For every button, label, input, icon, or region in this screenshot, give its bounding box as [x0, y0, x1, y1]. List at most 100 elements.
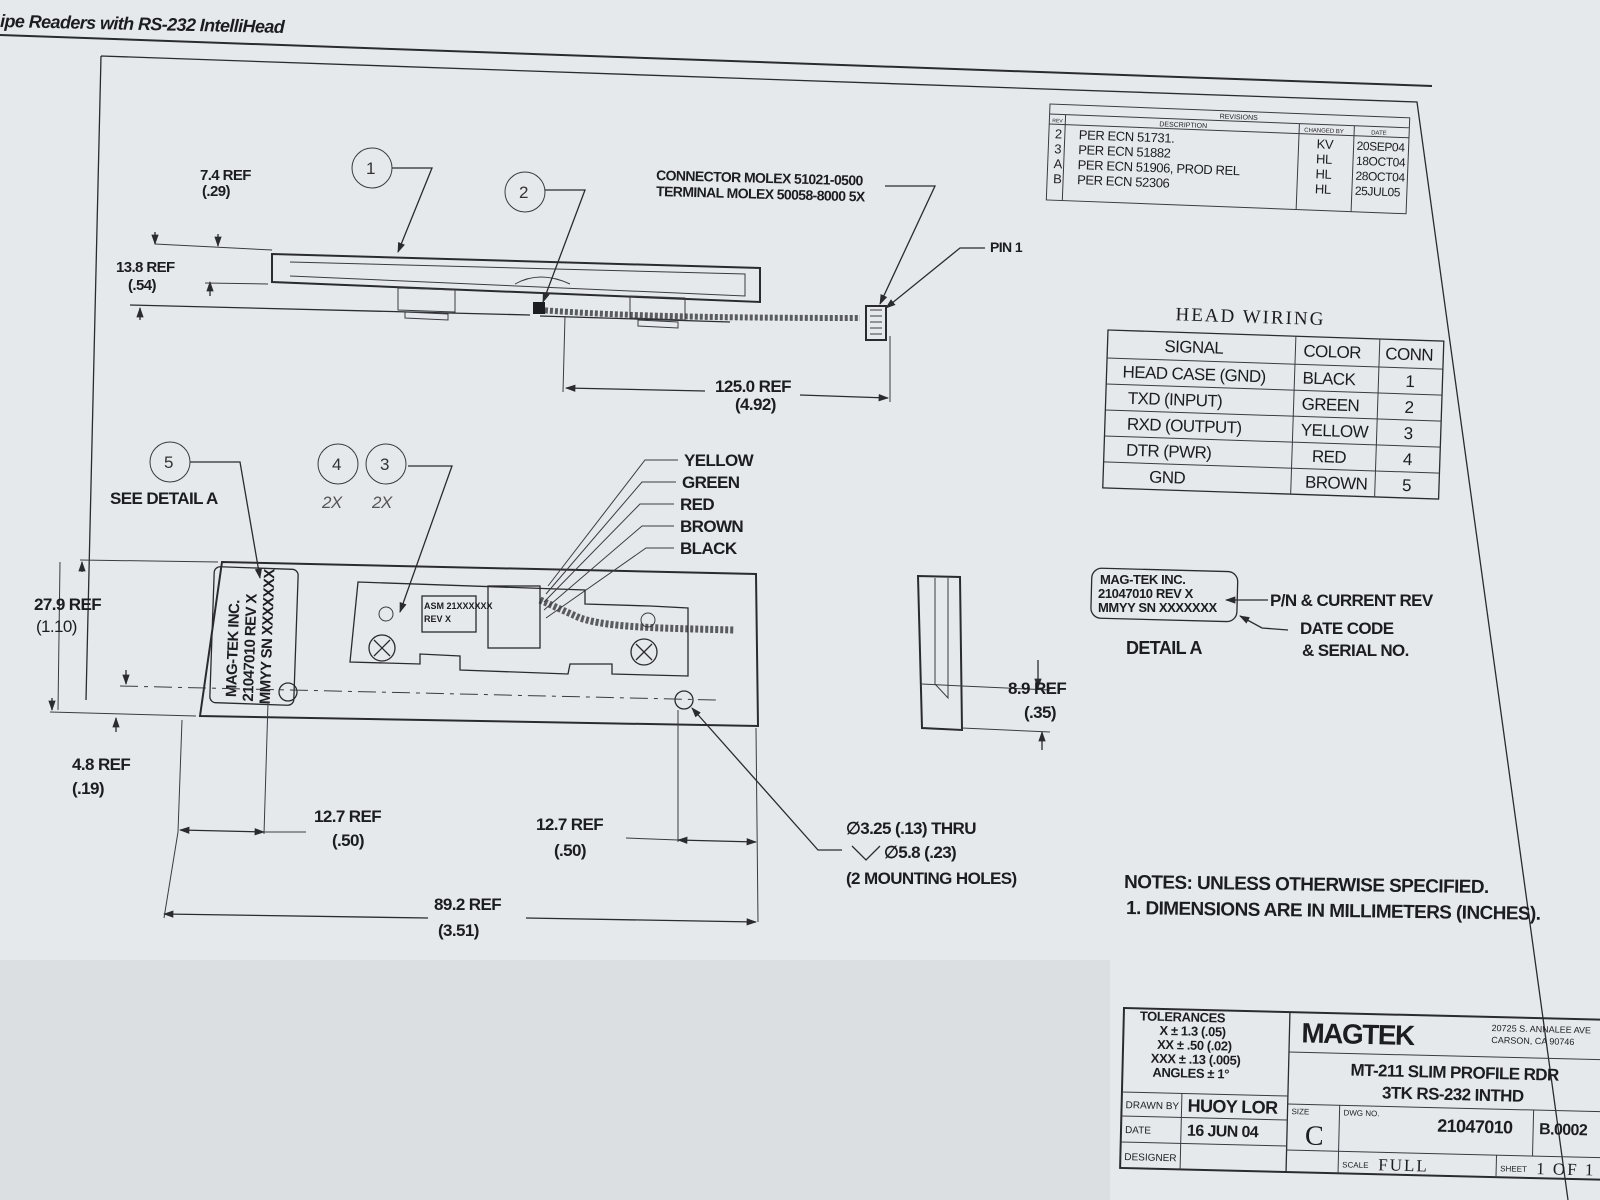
wiring-row-3-conn: 3: [1403, 424, 1413, 443]
company-address-2: CARSON, CA 90746: [1491, 1035, 1574, 1047]
size-label: SIZE: [1291, 1107, 1309, 1116]
drawing-border: [85, 55, 1569, 1200]
dim-12-7-right-in: (.50): [554, 841, 586, 860]
wiring-row-2-color: GREEN: [1301, 394, 1359, 415]
svg-text:1: 1: [366, 159, 375, 178]
product-label-line1: MAG-TEK INC.: [223, 599, 243, 697]
dim-89-2-ref: 89.2 REF: [434, 895, 501, 914]
callout-bubble-3: 3: [365, 443, 407, 485]
chip-label-line1: ASM 21XXXXXX: [424, 601, 493, 611]
wiring-row-1-color: BLACK: [1302, 368, 1357, 389]
revisions-caption: REVISIONS: [1219, 114, 1258, 122]
rev-row-4-rev: B: [1053, 171, 1062, 186]
mount-foot-left: [397, 287, 456, 321]
head-wiring-col-signal: SIGNAL: [1164, 337, 1223, 358]
tolerances-label: TOLERANCES: [1140, 1008, 1226, 1025]
revisions-col-date: DATE: [1371, 130, 1387, 137]
dim-125-ref: 125.0 REF: [715, 377, 791, 396]
qty-label-4: 2X: [321, 493, 343, 512]
revisions-col-by: CHANGED BY: [1304, 128, 1344, 136]
date-label: DATE: [1125, 1125, 1152, 1137]
tolerance-angles: ANGLES ± 1°: [1152, 1065, 1229, 1082]
mounting-hole-left: [278, 682, 298, 702]
product-label: [209, 566, 299, 706]
wire-color-black: BLACK: [680, 539, 738, 558]
bottom-shadow: [0, 960, 1110, 1200]
wiring-row-5-signal: GND: [1149, 467, 1186, 487]
wiring-row-4-color: RED: [1312, 447, 1347, 467]
rev-row-3-by: HL: [1315, 166, 1332, 182]
callout-bubble-5: 5: [149, 441, 191, 483]
callout-bubble-1: 1: [351, 147, 393, 189]
hole-spec-line1: ∅3.25 (.13) THRU: [846, 819, 976, 838]
company-address-1: 20725 S. ANNALEE AVE: [1491, 1023, 1591, 1035]
rev-row-1-date: 20SEP04: [1356, 139, 1405, 155]
dim-7-4-in: (.29): [202, 183, 230, 200]
wiring-row-3-color: YELLOW: [1300, 420, 1368, 441]
scale-value: FULL: [1378, 1155, 1429, 1175]
detail-a-label-line2: 21047010 REV X: [1098, 586, 1194, 601]
wiring-row-5-color: BROWN: [1305, 473, 1368, 494]
detail-a-date-note-1: DATE CODE: [1300, 619, 1394, 638]
pin-1-label: PIN 1: [990, 239, 1023, 255]
svg-text:2: 2: [519, 183, 528, 202]
product-label-line2: 21047010 REV X: [240, 593, 261, 702]
dim-125-in: (4.92): [735, 395, 776, 414]
size-value: C: [1305, 1120, 1326, 1151]
rev-row-4-by: HL: [1315, 181, 1332, 197]
product-label-line3: MMYY SN XXXXXXX: [257, 568, 279, 704]
dim-27-9-in: (1.10): [36, 617, 77, 636]
tolerance-xxx: XXX ± .13 (.005): [1151, 1051, 1241, 1068]
rev-row-2-rev: 3: [1054, 141, 1062, 156]
sheet-value: 1 OF 1: [1536, 1159, 1596, 1179]
svg-text:5: 5: [164, 453, 173, 472]
dim-12-7-left-in: (.50): [332, 831, 364, 850]
molex-connector-side: [865, 305, 887, 341]
title-block: TOLERANCES X ± 1.3 (.05) XX ± .50 (.02) …: [1119, 1006, 1600, 1181]
mount-screw-right: [630, 638, 658, 666]
hole-spec-line3: (2 MOUNTING HOLES): [846, 869, 1017, 888]
plan-view: MAG-TEK INC. 21047010 REV X MMYY SN XXXX…: [48, 459, 842, 926]
wiring-row-2-signal: TXD (INPUT): [1127, 389, 1222, 411]
wiring-row-2-conn: 2: [1404, 398, 1414, 417]
reader-body-side: [271, 252, 761, 304]
dim-27-9-ref: 27.9 REF: [34, 595, 101, 614]
rev-row-3-rev: A: [1053, 156, 1063, 171]
rev-row-1-rev: 2: [1055, 126, 1063, 141]
rev-row-2-by: HL: [1316, 151, 1333, 167]
wiring-row-4-signal: DTR (PWR): [1126, 441, 1212, 463]
designer-label: DESIGNER: [1124, 1152, 1176, 1164]
end-view: [916, 574, 1051, 750]
wire-color-yellow: YELLOW: [684, 451, 755, 470]
svg-text:4: 4: [332, 455, 341, 474]
dim-13-8-ref: 13.8 REF: [116, 259, 175, 276]
head-chip: [487, 585, 541, 649]
dim-8-9-ref: 8.9 REF: [1008, 679, 1066, 698]
dim-4-8-ref: 4.8 REF: [72, 755, 130, 774]
rev-row-4-desc: PER ECN 52306: [1077, 172, 1170, 191]
wiring-row-3-signal: RXD (OUTPUT): [1127, 415, 1242, 438]
notes-line-1: NOTES: UNLESS OTHERWISE SPECIFIED.: [1124, 872, 1489, 898]
detail-a: MAG-TEK INC. 21047010 REV X MMYY SN XXXX…: [1090, 567, 1289, 631]
dim-89-2-in: (3.51): [438, 921, 479, 940]
detail-a-label-line1: MAG-TEK INC.: [1100, 572, 1185, 587]
drawn-by-value: HUOY LOR: [1187, 1096, 1278, 1118]
svg-text:3: 3: [380, 455, 389, 474]
detail-a-title: DETAIL A: [1126, 638, 1202, 658]
countersink-icon: [851, 845, 881, 861]
dwg-no-value: 21047010: [1437, 1116, 1513, 1138]
dim-13-8-in: (.54): [128, 277, 156, 294]
revisions-col-desc: DESCRIPTION: [1159, 121, 1207, 130]
hole-spec-line2: ∅5.8 (.23): [884, 843, 956, 862]
date-value: 16 JUN 04: [1187, 1123, 1259, 1142]
dim-12-7-right-ref: 12.7 REF: [536, 815, 603, 834]
wiring-row-5-conn: 5: [1402, 476, 1412, 495]
head-wiring-table: HEAD WIRING SIGNAL COLOR CONN HEAD CASE …: [1102, 304, 1445, 500]
wire-color-brown: BROWN: [680, 517, 743, 536]
head-wiring-col-color: COLOR: [1303, 341, 1361, 362]
rev-row-1-desc: PER ECN 51731.: [1079, 127, 1175, 146]
mounting-hole-right: [674, 690, 694, 710]
detail-a-label-box: [1090, 567, 1239, 623]
dim-7-4-ref: 7.4 REF: [200, 167, 251, 184]
head-mount-bracket: [349, 581, 689, 677]
